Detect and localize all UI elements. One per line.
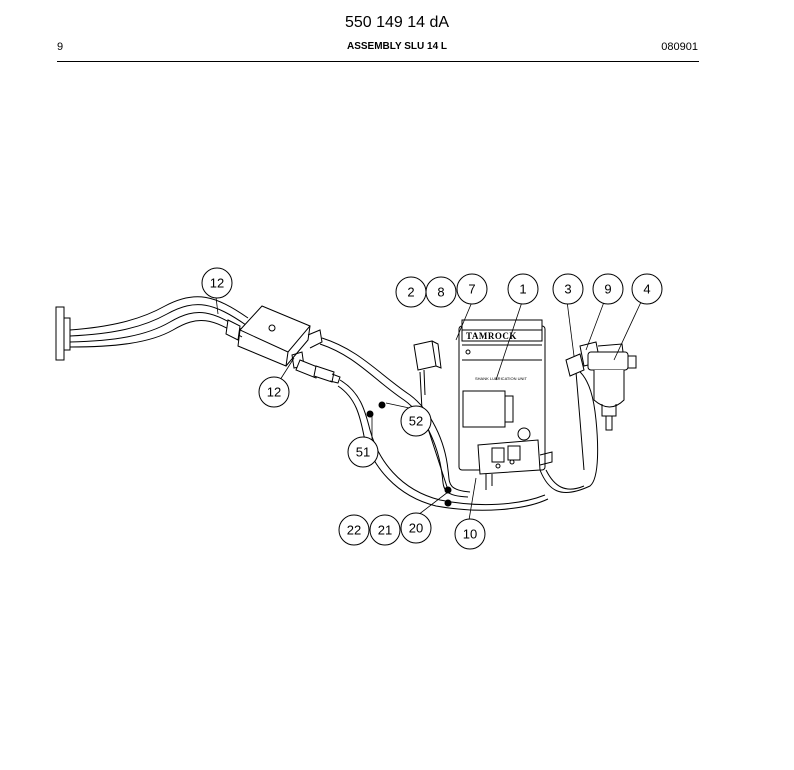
callout-10: 10 (463, 527, 477, 542)
callout-8: 8 (437, 285, 444, 300)
callout-1: 1 (519, 282, 526, 297)
lubrication-unit (458, 319, 553, 490)
callout-51: 51 (356, 445, 370, 460)
callout-52: 52 (409, 414, 423, 429)
document-date: 080901 (661, 41, 698, 53)
solenoid-box (413, 340, 442, 396)
callout-22: 22 (347, 523, 361, 538)
filter-unit (565, 341, 637, 431)
distributor-block (225, 305, 323, 369)
document-number: 550 149 14 dA (344, 14, 450, 31)
header-divider (57, 61, 699, 62)
callout-circles (201, 267, 663, 550)
page-number: 9 (57, 41, 64, 53)
mounting-bracket (55, 306, 71, 361)
callout-7: 7 (468, 282, 475, 297)
page-title: ASSEMBLY SLU 14 L (346, 41, 448, 52)
unit-name-label: SHANK LUBRICATION UNIT (475, 376, 527, 381)
callout-12-upper: 12 (210, 276, 224, 291)
hose-bundle-upper (69, 296, 249, 348)
callout-12-lower: 12 (267, 385, 281, 400)
callout-9: 9 (604, 282, 611, 297)
callout-20: 20 (409, 521, 423, 536)
nipple-fittings (295, 359, 341, 384)
callout-4: 4 (643, 282, 650, 297)
callout-2: 2 (407, 285, 414, 300)
callout-21: 21 (378, 523, 392, 538)
callout-3: 3 (564, 282, 571, 297)
unit-brand-label: TAMROCK (466, 331, 517, 341)
